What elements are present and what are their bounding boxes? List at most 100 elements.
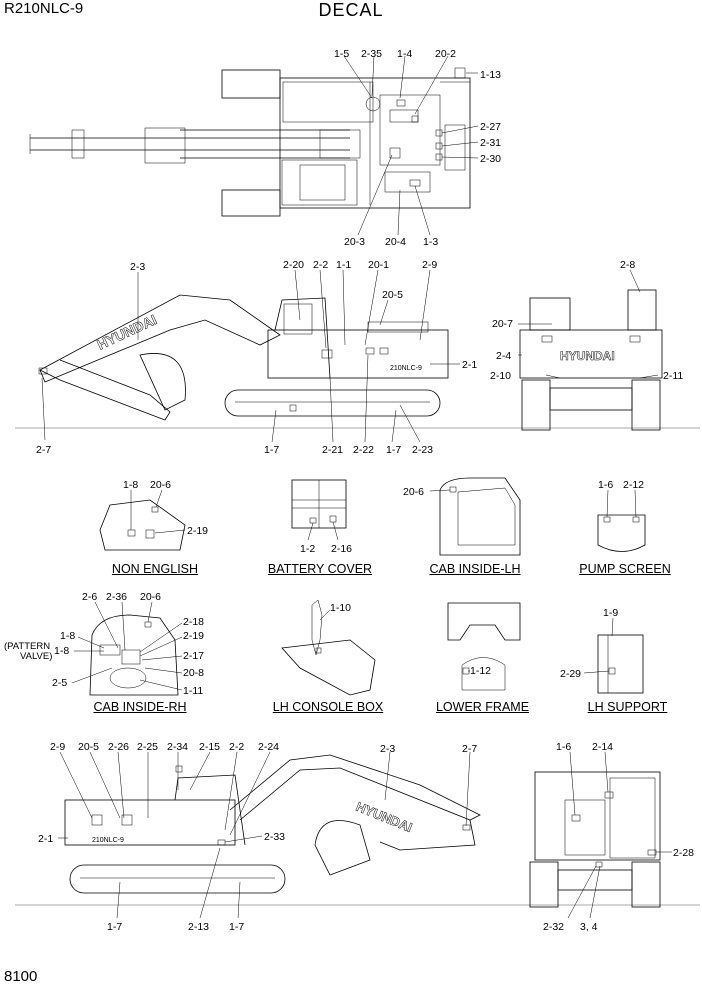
right-upper-body <box>64 799 236 846</box>
callout-rs-2-33: 2-33 <box>264 831 285 843</box>
callout-fv-3-4: 3, 4 <box>580 921 598 933</box>
left-upper-body <box>267 329 449 379</box>
top-track-lower <box>221 189 281 217</box>
front-upper <box>534 771 661 861</box>
right-bucket <box>314 820 371 876</box>
caption-lh-console-box: LH CONSOLE BOX <box>272 700 384 714</box>
callout-rs-20-5: 20-5 <box>78 741 99 753</box>
left-model-badge: 210NLC-9 <box>390 365 422 372</box>
pump-screen-detail: 1-6 2-12 <box>597 479 646 552</box>
callout-rh-1-8a: 1-8 <box>60 630 75 642</box>
callout-rh-valve: VALVE) <box>20 651 52 662</box>
callout-rh-20-8: 20-8 <box>183 667 204 679</box>
front-track-r <box>631 861 661 908</box>
front-track-l <box>529 861 559 908</box>
callout-left-2-1: 2-1 <box>462 359 477 371</box>
caption-lh-support: LH SUPPORT <box>587 700 668 714</box>
callout-ls-2-29: 2-29 <box>560 668 581 680</box>
callout-top-20-3: 20-3 <box>344 236 365 248</box>
callout-ps-2-12: 2-12 <box>623 479 644 491</box>
callout-top-1-3: 1-3 <box>423 236 438 248</box>
callout-rh-pattern: (PATTERN <box>4 641 50 652</box>
cab-inside-lh-detail: 20-6 <box>403 477 521 556</box>
callout-ne-2-19: 2-19 <box>187 525 208 537</box>
left-arm <box>39 359 171 421</box>
callout-rh-2-18: 2-18 <box>183 616 204 628</box>
callout-rs-2-26: 2-26 <box>108 741 129 753</box>
callout-rh-2-5: 2-5 <box>52 677 67 689</box>
left-brand-decal: HYUNDAI <box>95 311 160 352</box>
rear-track-l <box>521 379 551 431</box>
callout-top-1-4: 1-4 <box>397 48 412 60</box>
rear-counterweight <box>519 329 663 379</box>
callout-rs-1-7a: 1-7 <box>107 921 122 933</box>
callout-rs-2-3: 2-3 <box>380 743 395 755</box>
callout-top-20-2: 20-2 <box>435 48 456 60</box>
callout-rh-2-36: 2-36 <box>106 591 127 603</box>
callout-rs-2-25: 2-25 <box>137 741 158 753</box>
callout-rs-2-34: 2-34 <box>167 741 188 753</box>
right-brand-decal: HYUNDAI <box>354 799 415 835</box>
callout-left-1-7a: 1-7 <box>264 444 279 456</box>
callout-ps-1-6: 1-6 <box>598 479 613 491</box>
left-cab <box>274 297 331 379</box>
callout-rs-2-24: 2-24 <box>258 741 279 753</box>
callout-fv-1-6: 1-6 <box>556 741 571 753</box>
callout-rear-2-8: 2-8 <box>620 259 635 271</box>
right-side-view: HYUNDAI 210NLC-9 2-9 20-5 2-26 2-25 2-34… <box>15 741 700 933</box>
non-english-detail: 1-8 20-6 2-19 <box>99 479 208 551</box>
callout-lh-20-6: 20-6 <box>403 486 424 498</box>
top-view: 1-5 2-35 1-4 20-2 1-13 2-27 2-31 2-30 20… <box>29 48 501 248</box>
callout-cb-1-10: 1-10 <box>330 602 351 614</box>
callout-rear-2-11: 2-11 <box>663 370 683 382</box>
right-track <box>69 864 286 894</box>
front-view: 1-6 2-14 2-28 2-32 3, 4 <box>529 741 694 933</box>
callout-rs-2-7: 2-7 <box>462 743 477 755</box>
callout-left-2-3: 2-3 <box>130 261 145 273</box>
page-number: 8100 <box>4 968 38 985</box>
callout-rh-2-19: 2-19 <box>183 630 204 642</box>
left-bucket <box>139 353 186 411</box>
callout-rh-2-6: 2-6 <box>82 591 97 603</box>
callout-top-2-30: 2-30 <box>480 153 501 165</box>
callout-top-2-27: 2-27 <box>480 121 501 133</box>
callout-left-2-20: 2-20 <box>283 259 304 271</box>
right-arm <box>379 819 476 851</box>
caption-lower-frame: LOWER FRAME <box>435 700 530 714</box>
callout-left-2-23: 2-23 <box>412 444 433 456</box>
top-track-upper <box>221 69 281 99</box>
callout-top-1-5: 1-5 <box>334 48 349 60</box>
callout-rs-2-13: 2-13 <box>188 921 209 933</box>
callout-ls-1-9: 1-9 <box>603 607 618 619</box>
callout-left-20-5: 20-5 <box>382 289 403 301</box>
callout-left-2-22: 2-22 <box>353 444 374 456</box>
left-boom <box>39 294 281 383</box>
rear-track-r <box>631 379 661 431</box>
callout-rh-1-11: 1-11 <box>183 685 203 697</box>
callout-top-2-31: 2-31 <box>480 137 501 149</box>
callout-rs-2-9: 2-9 <box>50 741 65 753</box>
battery-cover-detail: 1-2 2-16 <box>291 479 352 555</box>
callout-top-2-35: 2-35 <box>361 48 382 60</box>
callout-left-20-1: 20-1 <box>368 259 389 271</box>
lh-support-detail: 1-9 2-29 <box>560 607 644 694</box>
caption-battery-cover: BATTERY COVER <box>267 562 373 576</box>
callout-lf-1-12: 1-12 <box>470 665 491 677</box>
callout-top-1-13: 1-13 <box>480 69 501 81</box>
callout-ne-20-6: 20-6 <box>150 479 171 491</box>
callout-fv-2-28: 2-28 <box>673 847 694 859</box>
caption-cab-inside-lh: CAB INSIDE-LH <box>429 562 521 576</box>
left-track <box>224 389 441 417</box>
callout-left-2-7: 2-7 <box>36 444 51 456</box>
callout-rs-2-2: 2-2 <box>229 741 244 753</box>
callout-top-20-4: 20-4 <box>385 236 406 248</box>
callout-rh-20-6: 20-6 <box>140 591 161 603</box>
right-model-badge: 210NLC-9 <box>92 837 124 844</box>
right-cab <box>174 774 246 846</box>
caption-cab-inside-rh: CAB INSIDE-RH <box>93 700 187 714</box>
callout-left-2-9: 2-9 <box>422 259 437 271</box>
callout-fv-2-14: 2-14 <box>592 741 613 753</box>
caption-non-english: NON ENGLISH <box>111 562 199 576</box>
callout-rear-2-10: 2-10 <box>490 370 511 382</box>
